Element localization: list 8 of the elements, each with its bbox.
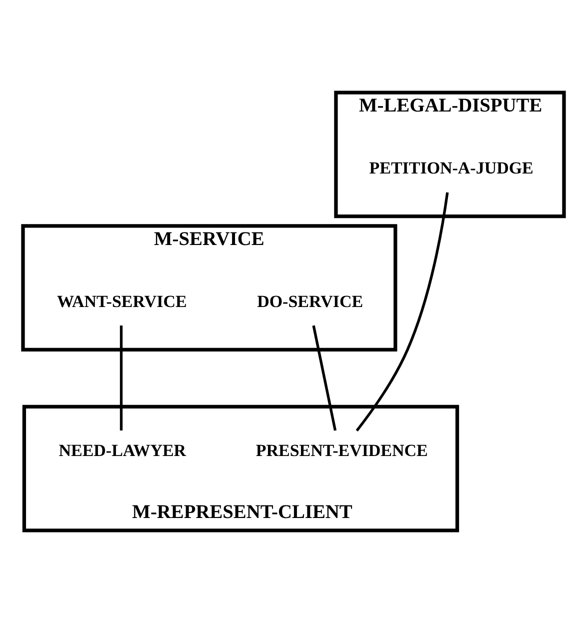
node-text: NEED-LAWYER	[58, 440, 186, 460]
node-text: PRESENT-EVIDENCE	[256, 440, 428, 460]
connector	[312, 324, 337, 430]
node-text: DO-SERVICE	[257, 291, 364, 310]
connector	[356, 192, 449, 431]
node-text: PETITION-A-JUDGE	[369, 158, 534, 177]
node-text: WANT-SERVICE	[56, 291, 187, 310]
connector	[120, 325, 123, 430]
